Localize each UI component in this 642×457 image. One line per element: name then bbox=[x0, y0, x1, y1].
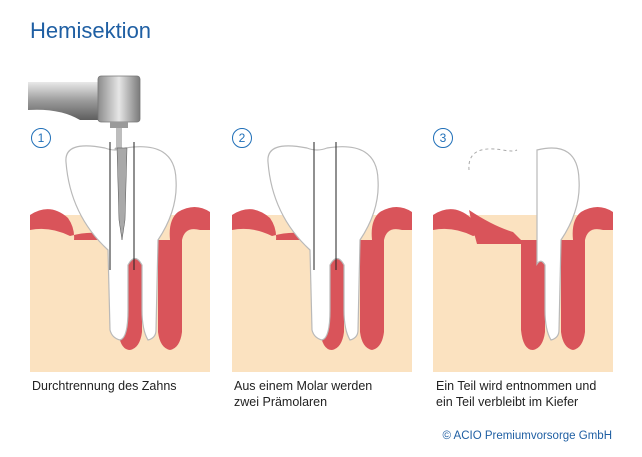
step-number-3: 3 bbox=[433, 128, 453, 148]
caption-step-2: Aus einem Molar werden zwei Prämolaren bbox=[234, 378, 424, 410]
panel-2-two-premolars bbox=[232, 140, 412, 372]
caption-line: Ein Teil wird entnommen und bbox=[436, 379, 597, 393]
copyright-credit: © ACIO Premiumvorsorge GmbH bbox=[442, 430, 612, 442]
panel-1-cut-tooth bbox=[30, 140, 210, 372]
step-number-1: 1 bbox=[31, 128, 51, 148]
step-number-2: 2 bbox=[232, 128, 252, 148]
caption-line: Durchtrennung des Zahns bbox=[32, 379, 177, 393]
caption-step-1: Durchtrennung des Zahns bbox=[32, 378, 222, 394]
caption-line: zwei Prämolaren bbox=[234, 395, 328, 409]
panel-3-half-removed bbox=[433, 140, 613, 372]
caption-line: Aus einem Molar werden bbox=[234, 379, 373, 393]
caption-line: ein Teil verbleibt im Kiefer bbox=[436, 395, 579, 409]
page-title: Hemisektion bbox=[30, 18, 152, 43]
caption-step-3: Ein Teil wird entnommen und ein Teil ver… bbox=[436, 378, 636, 410]
